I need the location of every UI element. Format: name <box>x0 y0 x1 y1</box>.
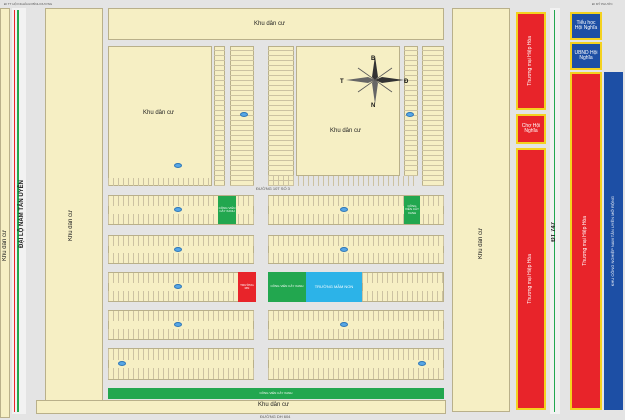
residential-strip-far-left <box>0 8 10 418</box>
lots-row <box>268 368 444 379</box>
dt747-line <box>554 10 555 412</box>
lots-column <box>268 46 294 186</box>
lots-row <box>108 253 254 263</box>
school-label: Tiểu học Hội Nghĩa <box>574 19 598 31</box>
large-block-upper-left <box>108 46 212 186</box>
highway-label: ĐẠI LỘ NAM TÂN UYÊN <box>19 180 25 248</box>
dt747-label: ĐT 747 <box>551 222 557 242</box>
park-label-row3: CÔNG VIÊN CÂY XANH <box>270 284 304 289</box>
kindergarten-label: TRƯỜNG MẦM NON <box>314 283 354 289</box>
commercial-strip-bottom: Thương mại Hiệp Hòa <box>516 148 546 410</box>
compass-east: Đ <box>404 79 409 85</box>
highway-red-line <box>14 10 15 412</box>
residential-block-right <box>452 8 510 412</box>
residential-label-upper-right: Khu dân cư <box>330 128 362 134</box>
residential-label-left: Khu dân cư <box>68 210 74 242</box>
school-zone-red: TRƯỜNG MN <box>238 272 256 302</box>
lots-row <box>108 273 238 283</box>
lots-column <box>404 46 418 176</box>
lots-row <box>108 329 254 339</box>
dt747-road <box>550 8 560 414</box>
block-marker <box>340 247 348 252</box>
school-zone: Tiểu học Hội Nghĩa <box>570 12 602 40</box>
ubnd-label: UBND Hội Nghĩa <box>574 49 598 61</box>
industrial-zone-label: KHU CÔNG NGHIỆP NAM TÂN UYÊN MỞ RỘNG <box>610 195 616 287</box>
ubnd-zone: UBND Hội Nghĩa <box>570 42 602 70</box>
lots-row <box>108 311 254 321</box>
block-marker <box>174 247 182 252</box>
lots-row <box>108 236 254 246</box>
kindergarten-zone: TRƯỜNG MẦM NON <box>306 272 362 302</box>
top-right-note: ĐI MỸ PHƯỚC <box>592 2 613 6</box>
block-marker <box>406 112 414 117</box>
lots-row <box>108 214 254 224</box>
compass-north: B <box>371 56 376 62</box>
residential-label-upper-left: Khu dân cư <box>143 110 175 116</box>
park-label: CÔNG VIÊN CÂY XANH <box>218 205 236 213</box>
park-zone-row1-right: CÔNG VIÊN CÂY XANH <box>404 196 420 224</box>
highway-strip <box>12 8 26 414</box>
block-marker <box>240 112 248 117</box>
lots-row <box>268 311 444 321</box>
lots-row <box>108 178 212 186</box>
market-zone: Chợ Hội Nghĩa <box>516 114 546 144</box>
lots-row <box>268 329 444 339</box>
school-red-label: TRƯỜNG MN <box>240 282 254 290</box>
compass-south: N <box>371 103 375 108</box>
block-marker <box>340 322 348 327</box>
commercial-strip-far-right: Thương mại Hiệp Hòa <box>570 72 602 410</box>
commercial-label-far-right: Thương mại Hiệp Hòa <box>582 216 589 266</box>
bottom-park-label: CÔNG VIÊN CÂY XANH <box>259 390 293 395</box>
bottom-street-label: ĐƯỜNG DH 604 <box>260 414 291 419</box>
lots-row <box>268 253 444 263</box>
block-marker <box>418 361 426 366</box>
residential-label-top: Khu dân cư <box>254 21 286 27</box>
block-marker <box>340 207 348 212</box>
lots-row <box>108 368 254 379</box>
lots-row <box>108 291 238 301</box>
top-street-label: ĐƯỜNG 10T SỐ 3 <box>256 186 290 191</box>
top-left-note: ĐI TT HỘI NGHĨA ĐI BÌNH DƯƠNG <box>4 2 53 6</box>
commercial-label-top: Thương mại Hiệp Hòa <box>527 36 534 86</box>
compass-rose: B N T Đ <box>340 56 409 108</box>
lots-row <box>268 196 444 206</box>
lots-row <box>362 291 444 301</box>
industrial-zone: KHU CÔNG NGHIỆP NAM TÂN UYÊN MỞ RỘNG <box>604 72 623 410</box>
residential-block-left <box>45 8 103 412</box>
lots-row <box>268 214 444 224</box>
market-label: Chợ Hội Nghĩa <box>521 122 541 134</box>
lots-row <box>268 349 444 360</box>
block-marker <box>174 322 182 327</box>
lots-row <box>108 196 254 206</box>
residential-bar-top <box>108 8 444 40</box>
park-zone-row1-left: CÔNG VIÊN CÂY XANH <box>218 196 236 224</box>
block-marker <box>118 361 126 366</box>
commercial-label-bottom: Thương mại Hiệp Hòa <box>527 254 534 304</box>
commercial-strip-top: Thương mại Hiệp Hòa <box>516 12 546 110</box>
residential-label-bottom: Khu dân cư <box>258 402 290 408</box>
park-zone-row3: CÔNG VIÊN CÂY XANH <box>268 272 306 302</box>
block-marker <box>174 284 182 289</box>
lots-row <box>362 273 444 283</box>
compass-west: T <box>340 79 344 85</box>
lots-row <box>268 236 444 246</box>
residential-bar-bottom <box>36 400 446 414</box>
lots-row <box>108 349 254 360</box>
residential-label-far-left: Khu dân cư <box>2 230 8 262</box>
highway-green-line <box>17 10 19 412</box>
bottom-park-strip: CÔNG VIÊN CÂY XANH <box>108 388 444 399</box>
park-label: CÔNG VIÊN CÂY XANH <box>404 204 419 215</box>
lots-column <box>214 46 225 186</box>
large-block-upper-right <box>296 46 400 176</box>
block-marker <box>174 207 182 212</box>
lots-column <box>422 46 444 186</box>
residential-label-right: Khu dân cư <box>478 228 484 260</box>
lots-row <box>268 176 416 186</box>
block-marker <box>174 163 182 168</box>
